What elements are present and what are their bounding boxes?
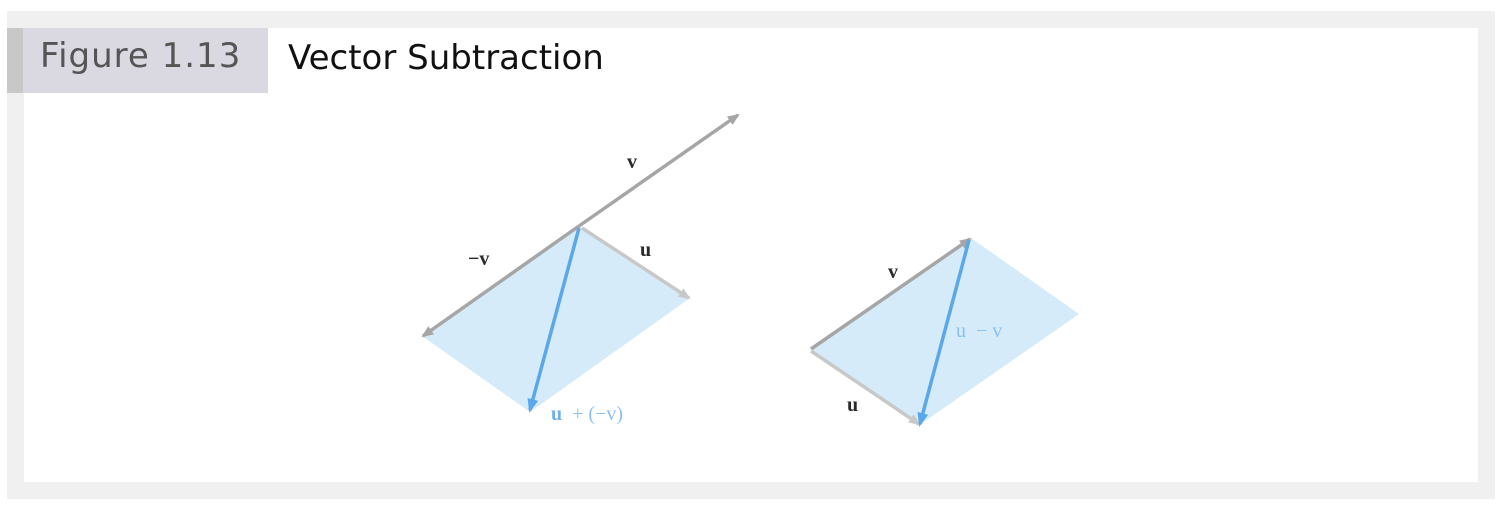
figure-number: Figure 1.13 — [40, 36, 242, 76]
right-result-rest: − v — [976, 320, 1002, 342]
left-result-u: u — [551, 403, 562, 425]
left-diagram: v −v u u + (−v) — [421, 113, 740, 425]
left-neg-v-label: −v — [468, 248, 489, 270]
right-v-label: v — [888, 261, 898, 283]
figure-label-tab — [7, 28, 268, 93]
left-result-arrow — [527, 227, 581, 413]
right-u-label: u — [847, 394, 858, 416]
figure-title: Vector Subtraction — [288, 38, 604, 78]
right-v-arrow — [810, 237, 972, 351]
left-result-label: u + (−v) — [551, 403, 623, 425]
left-result-rest: + (−v) — [572, 403, 623, 425]
left-neg-v-arrow — [421, 224, 581, 338]
right-u-arrow — [810, 349, 921, 426]
right-diagram: v u u − v — [810, 237, 1079, 427]
left-v-arrow — [577, 113, 740, 228]
right-result-u: u — [956, 320, 966, 342]
right-result-label: u − v — [956, 320, 1002, 342]
left-u-arrow — [581, 226, 691, 300]
left-v-label: v — [627, 151, 637, 173]
figure-canvas — [24, 28, 1478, 482]
right-result-arrow — [917, 239, 971, 427]
left-u-label: u — [640, 239, 651, 261]
